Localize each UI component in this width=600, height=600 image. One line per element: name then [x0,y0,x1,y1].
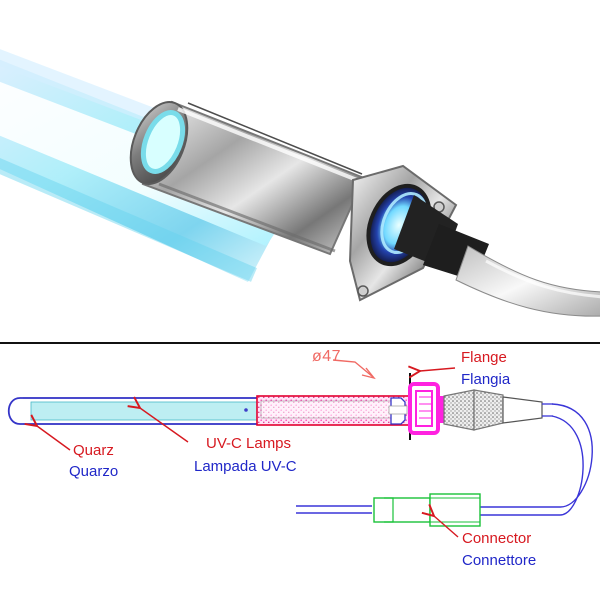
dimension-leader [332,359,374,378]
diameter-label: ø47 [312,348,342,365]
connector-label-en: Connector [462,530,532,547]
flange-label-en: Flange [461,349,507,366]
cable-upper-wire [551,403,593,508]
cable-lower-wire [551,415,584,516]
quartz-label-it: Quarzo [69,463,119,480]
lamp-label-en: UV-C Lamps [206,435,292,452]
panel-divider [0,342,600,344]
technical-diagram-panel: ø47 Flange Flangia Quarz Quarzo UV-C Lam… [0,344,600,600]
uv-c-lamp-photo [0,49,600,317]
connector-pointer [434,516,459,538]
quartz-label-en: Quarz [73,442,114,459]
quartz-pointer [37,426,71,451]
connector-shape [373,493,481,527]
product-photo-panel [0,49,600,317]
lamp-label-it: Lampada UV-C [194,458,297,475]
lamp-pointer [140,408,189,443]
flange-label-it: Flangia [461,371,511,388]
connector-label-it: Connettore [462,552,537,569]
flange-pointer [420,368,456,371]
technical-lamp-diagram [7,359,593,538]
